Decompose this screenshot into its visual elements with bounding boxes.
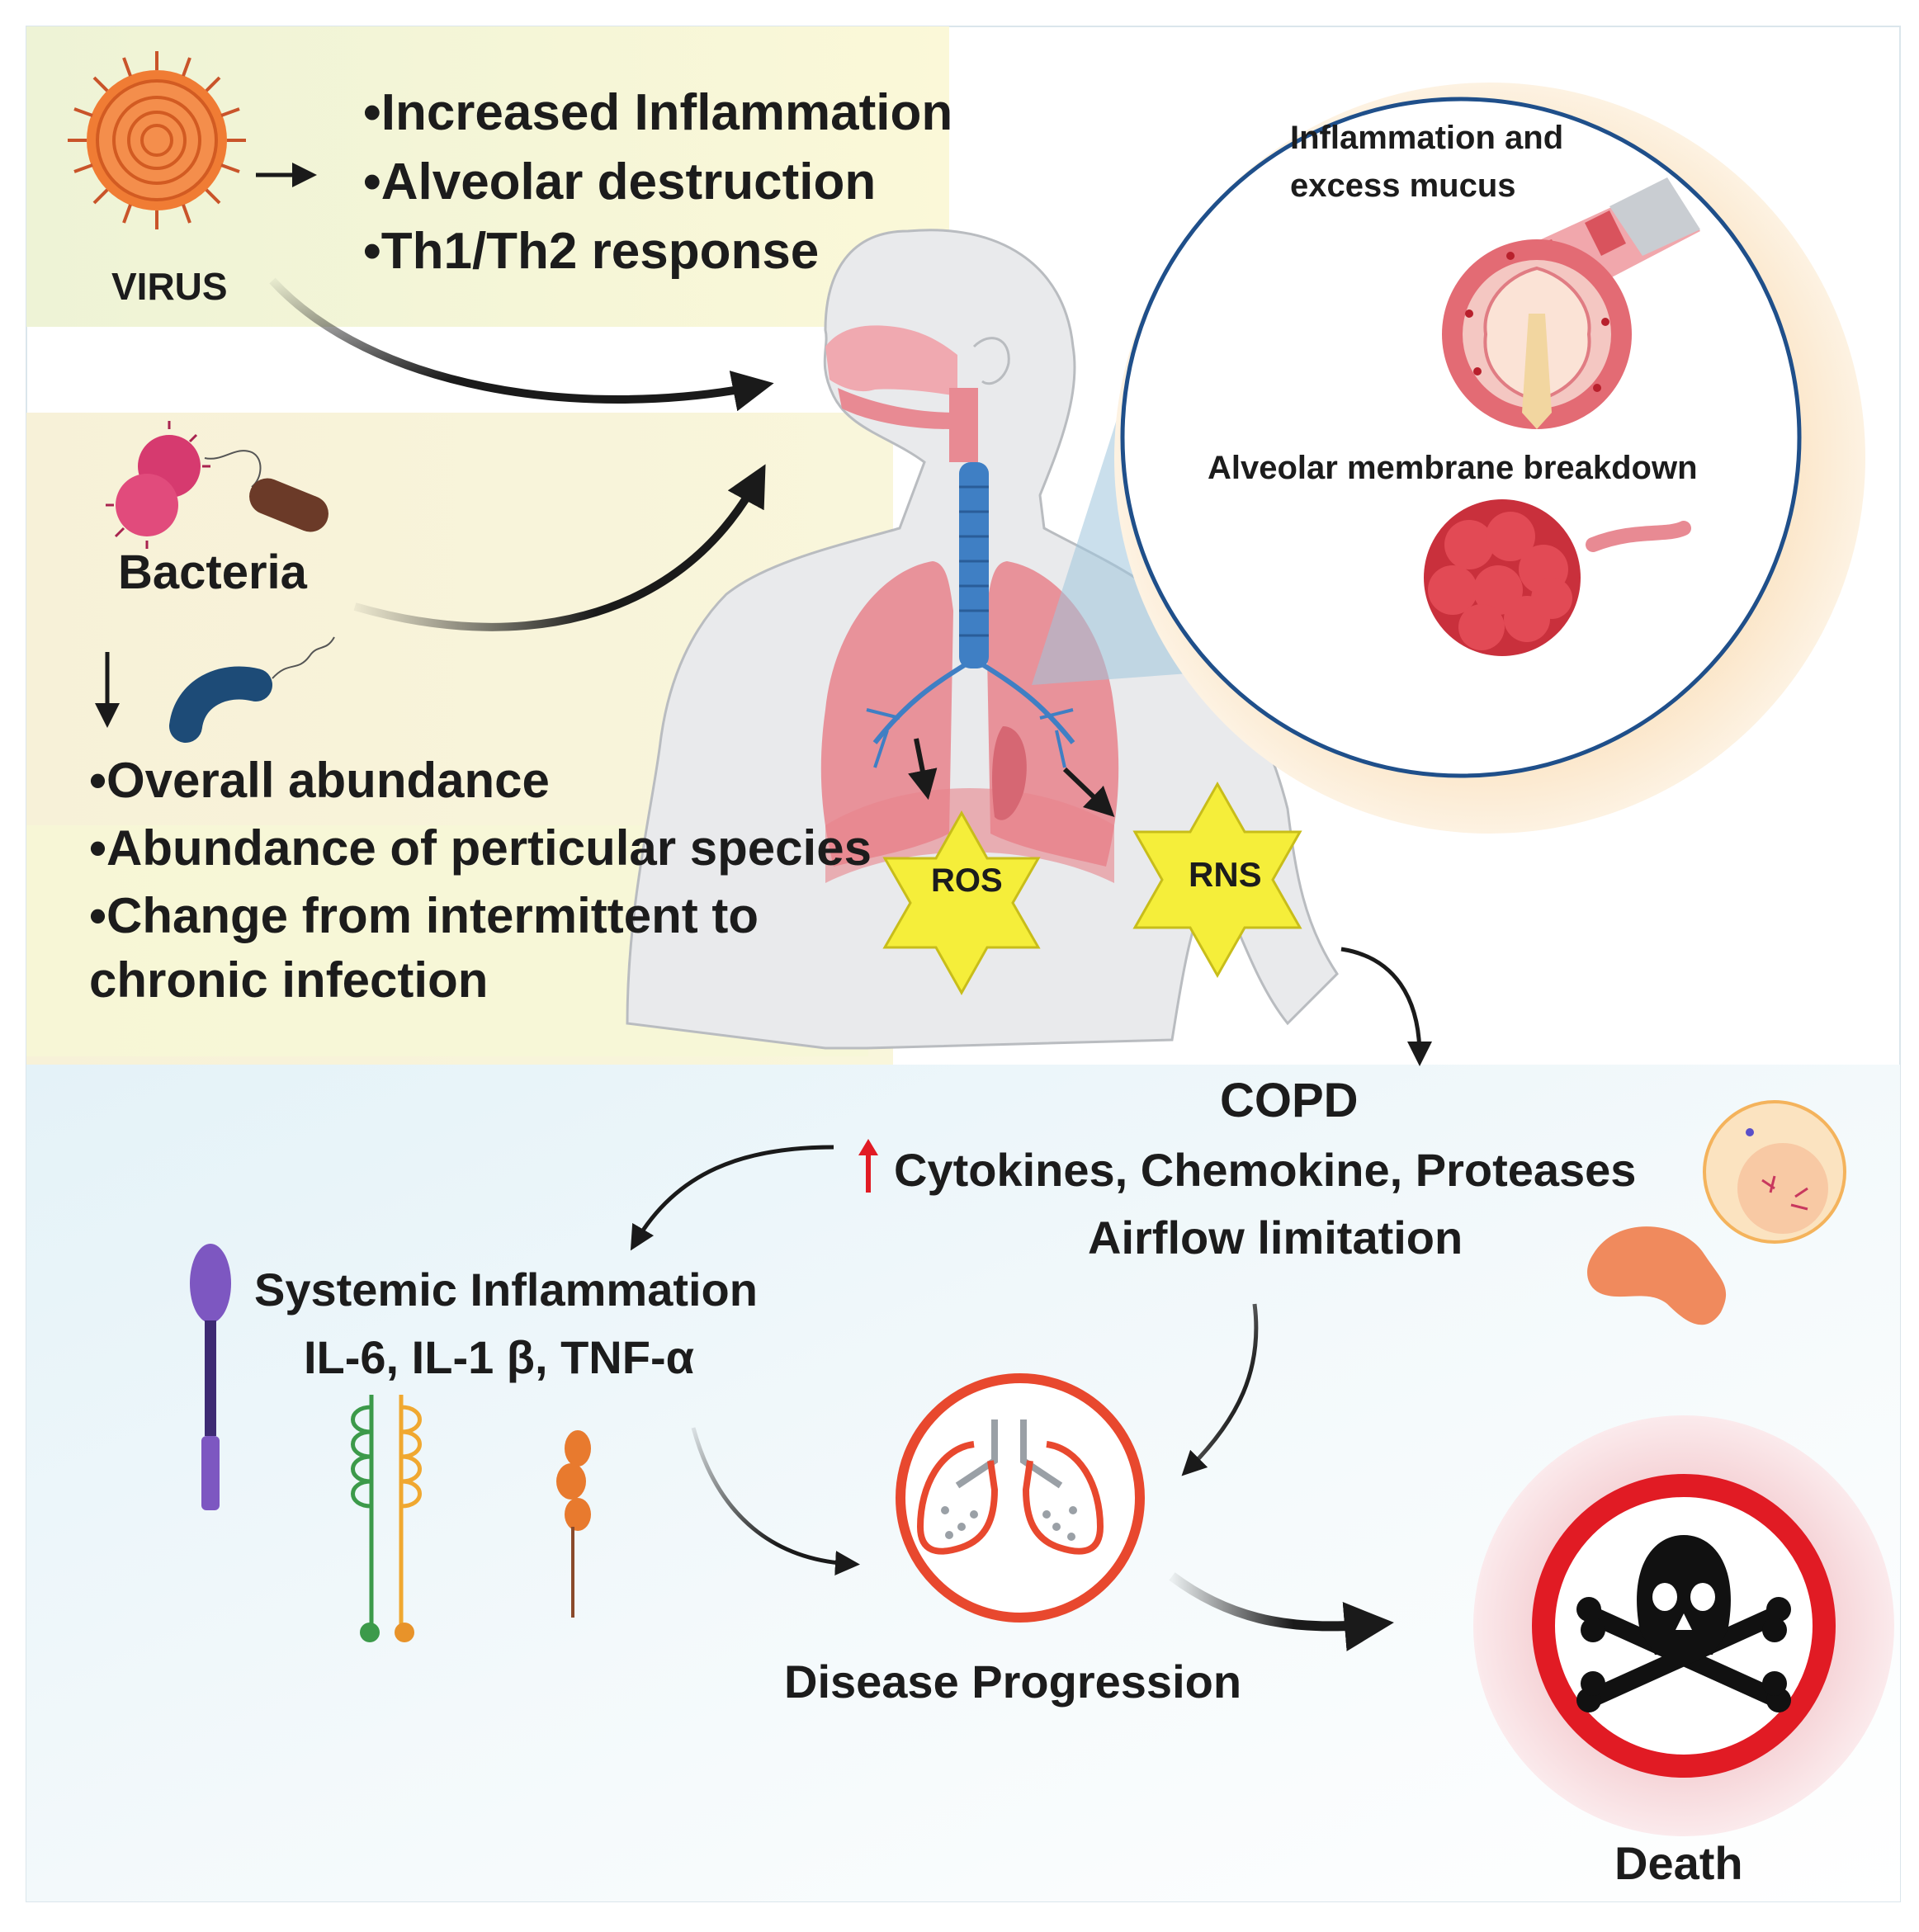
receptor-icon-green-yellow — [351, 1395, 422, 1642]
virus-effect-3: Th1/Th2 response — [363, 217, 952, 286]
systemic-title: Systemic Inflammation — [254, 1264, 758, 1316]
copd-title: COPD — [1220, 1074, 1359, 1127]
receptor-icon-orange — [556, 1430, 591, 1618]
copd-mediators: Cytokines, Chemokine, Proteases — [894, 1144, 1637, 1196]
disease-progression-lungs-icon — [896, 1373, 1145, 1623]
trachea — [866, 462, 1075, 768]
bacteria-icon-rod — [204, 450, 328, 532]
bacteria-effect-1: Overall abundance — [89, 747, 872, 815]
bacteria-effect-3-continued: chronic infection — [89, 952, 489, 1008]
receptor-icon-purple — [190, 1244, 231, 1510]
systemic-markers: IL-6, IL-1 β, TNF-α — [304, 1331, 695, 1383]
ros-star — [882, 810, 1041, 996]
inset-alveolar-label: Alveolar membrane breakdown — [1208, 450, 1698, 486]
bacteria-effect-2: Abundance of perticular species — [89, 815, 872, 882]
bacteria-icon-cocci — [106, 421, 210, 549]
virus-label: VIRUS — [111, 265, 228, 308]
death-label: Death — [1614, 1837, 1743, 1889]
bean-cell-icon — [1587, 1226, 1727, 1325]
inset-magnifier — [1032, 83, 1865, 834]
alveoli-icon — [1424, 499, 1691, 656]
bacteria-icon-vibrio — [169, 636, 335, 743]
systemic-to-progression-arrow — [691, 1427, 860, 1575]
copd-to-progression-arrow — [1181, 1303, 1259, 1476]
airway-tube-icon — [1442, 177, 1700, 429]
virus-to-lung-arrow — [269, 277, 774, 412]
bacteria-label: Bacteria — [118, 546, 307, 599]
bacteria-effects-list: Overall abundance Abundance of perticula… — [89, 747, 872, 950]
rns-star — [1132, 781, 1302, 979]
rns-to-copd-arrow — [1340, 947, 1432, 1066]
inset-mucus-label-line2: excess mucus — [1290, 168, 1516, 204]
upper-airway — [825, 325, 978, 462]
ear — [972, 337, 1010, 385]
rns-label: RNS — [1189, 855, 1262, 894]
increase-arrow-icon — [858, 1139, 878, 1193]
progression-to-death-arrow — [1169, 1572, 1394, 1651]
skull-crossbones-icon — [1576, 1535, 1791, 1712]
copd-airflow: Airflow limitation — [1088, 1212, 1463, 1264]
copd-to-systemic-arrow — [630, 1145, 834, 1251]
virus-effect-2: Alveolar destruction — [363, 148, 952, 217]
lung-to-ros-arrow — [908, 738, 938, 801]
bacteria-to-lung-arrow — [353, 464, 766, 631]
cell-icon — [1703, 1100, 1846, 1244]
virus-icon — [68, 51, 246, 229]
death-icon — [1473, 1415, 1894, 1836]
inset-mucus-label-line1: Inflammation and — [1290, 120, 1564, 156]
ros-label: ROS — [931, 862, 1003, 899]
lung-to-rns-arrow — [1062, 767, 1115, 817]
disease-progression-label: Disease Progression — [784, 1656, 1242, 1708]
virus-effect-1: Increased Inflammation — [363, 78, 953, 148]
heart — [992, 726, 1027, 820]
virus-effects-list: Increased Inflammation Alveolar destruct… — [363, 78, 953, 286]
bacteria-effect-3: Change from intermittent to — [89, 882, 872, 950]
